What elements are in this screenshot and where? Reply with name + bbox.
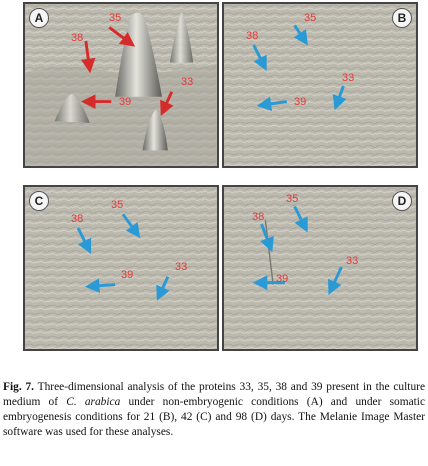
label-38: 38 bbox=[246, 30, 259, 42]
panel-letter: C bbox=[29, 191, 49, 211]
arrow-35 bbox=[108, 26, 136, 47]
label-38: 38 bbox=[252, 211, 265, 223]
peak-39 bbox=[54, 93, 90, 124]
label-39: 39 bbox=[119, 96, 132, 108]
arrow-38 bbox=[252, 44, 267, 72]
caption-text-1: Three-dimensional analysis of the protei… bbox=[3, 381, 425, 408]
surface-plot-c bbox=[25, 187, 217, 349]
arrow-39 bbox=[256, 96, 288, 112]
label-33: 33 bbox=[175, 261, 188, 273]
caption-species: C. arabica bbox=[66, 396, 121, 408]
arrow-38 bbox=[260, 223, 274, 253]
arrow-35 bbox=[293, 205, 308, 233]
arrow-33 bbox=[328, 266, 343, 296]
label-35: 35 bbox=[109, 12, 122, 24]
figure-label: Fig. 7. bbox=[3, 381, 35, 393]
panel-letter: D bbox=[392, 191, 412, 211]
panel-c: C 35 38 39 33 bbox=[23, 185, 219, 351]
arrow-33 bbox=[160, 91, 174, 116]
arrow-35 bbox=[293, 24, 308, 46]
arrow-38 bbox=[76, 227, 92, 255]
panel-a: A 35 38 39 33 bbox=[23, 2, 219, 168]
panel-d: D 35 38 39 33 bbox=[222, 185, 418, 351]
surface-plot-b bbox=[224, 4, 416, 166]
figure-caption: Fig. 7. Three-dimensional analysis of th… bbox=[3, 380, 425, 440]
label-33: 33 bbox=[346, 255, 359, 267]
label-35: 35 bbox=[304, 12, 317, 24]
panel-b: B 35 38 39 33 bbox=[222, 2, 418, 168]
arrow-35 bbox=[121, 213, 141, 239]
surface-plot-a bbox=[25, 4, 217, 166]
surface-plot-d bbox=[224, 187, 416, 349]
arrow-33 bbox=[156, 276, 170, 301]
panel-letter: A bbox=[29, 8, 49, 28]
arrow-39 bbox=[84, 278, 116, 294]
label-38: 38 bbox=[71, 213, 84, 225]
peak-33 bbox=[142, 109, 168, 151]
label-33: 33 bbox=[181, 76, 194, 88]
caption-text-2: under non-embryogenic conditions (A) and… bbox=[3, 396, 426, 438]
arrow-38 bbox=[80, 40, 96, 74]
arrow-33 bbox=[332, 85, 347, 111]
label-39: 39 bbox=[294, 96, 307, 108]
label-39: 39 bbox=[121, 269, 134, 281]
label-38: 38 bbox=[71, 32, 84, 44]
label-35: 35 bbox=[111, 199, 124, 211]
label-33: 33 bbox=[342, 72, 355, 84]
panel-letter: B bbox=[392, 8, 412, 28]
label-35: 35 bbox=[286, 193, 299, 205]
label-39: 39 bbox=[276, 273, 289, 285]
